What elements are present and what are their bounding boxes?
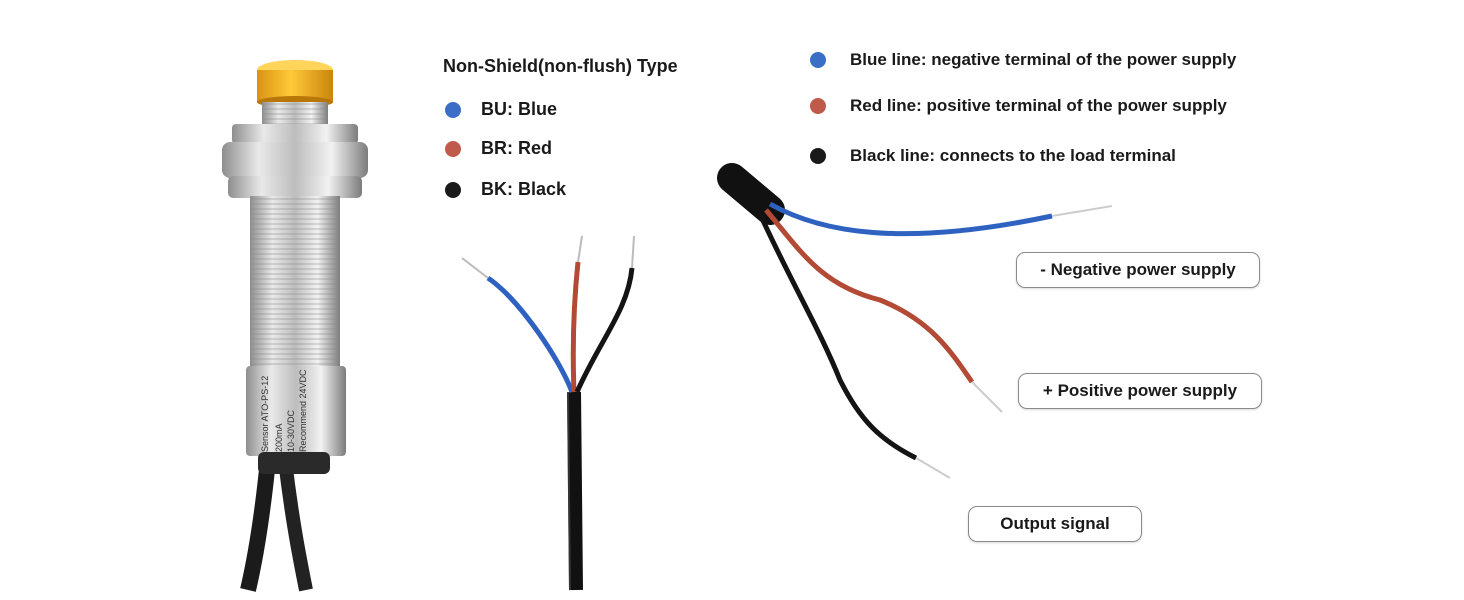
proximity-sensor-image: Sensor ATO-PS-12 200mA 10-30VDC Recommen… bbox=[222, 60, 368, 592]
output-signal-callout: Output signal bbox=[968, 506, 1142, 542]
legend-item-blue: BU: Blue bbox=[445, 99, 557, 120]
negative-supply-callout: - Negative power supply bbox=[1016, 252, 1260, 288]
cable-close-up-image bbox=[717, 163, 1113, 479]
description-text: Red line: positive terminal of the power… bbox=[850, 96, 1227, 115]
blue-dot-icon bbox=[445, 101, 461, 118]
legend-label: BR: Red bbox=[481, 138, 552, 158]
sensor-label-line4: Recommend 24VDC bbox=[298, 369, 308, 452]
blue-dot-icon bbox=[810, 52, 826, 68]
legend-label: BK: Black bbox=[481, 179, 567, 199]
legend-label: BU: Blue bbox=[481, 99, 557, 119]
red-dot-icon bbox=[445, 140, 461, 157]
red-dot-icon bbox=[810, 98, 826, 114]
description-red: Red line: positive terminal of the power… bbox=[810, 96, 1227, 116]
legend-item-red: BR: Red bbox=[445, 138, 552, 159]
positive-supply-callout: + Positive power supply bbox=[1018, 373, 1262, 409]
description-text: Blue line: negative terminal of the powe… bbox=[850, 50, 1237, 69]
description-black: Black line: connects to the load termina… bbox=[810, 146, 1176, 166]
sensor-label-line2: 200mA bbox=[274, 423, 284, 452]
description-text: Black line: connects to the load termina… bbox=[850, 146, 1176, 165]
legend-item-black: BK: Black bbox=[445, 179, 566, 200]
sensor-label-line3: 10-30VDC bbox=[286, 409, 296, 452]
black-dot-icon bbox=[810, 148, 826, 164]
black-dot-icon bbox=[445, 181, 461, 198]
cable-three-wires-image bbox=[461, 235, 635, 591]
description-blue: Blue line: negative terminal of the powe… bbox=[810, 50, 1236, 70]
type-title: Non-Shield(non-flush) Type bbox=[443, 56, 678, 76]
sensor-label-line1: Sensor ATO-PS-12 bbox=[260, 376, 270, 452]
